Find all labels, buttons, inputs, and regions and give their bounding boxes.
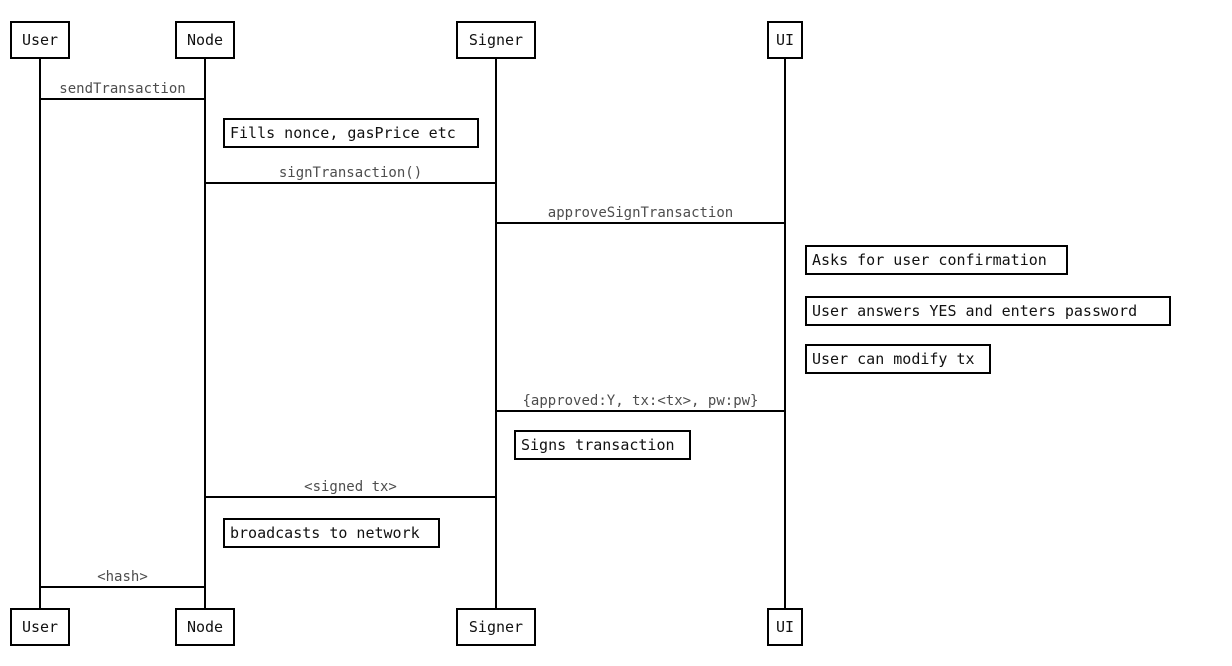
- participant-label: Node: [186, 31, 224, 49]
- message-hash[interactable]: <hash>: [39, 564, 206, 588]
- note-text: Signs transaction: [521, 436, 675, 454]
- note-broadcasts[interactable]: broadcasts to network: [223, 518, 440, 548]
- participant-label: Signer: [468, 618, 524, 636]
- participant-label: User: [21, 31, 59, 49]
- note-text: Fills nonce, gasPrice etc: [230, 124, 456, 142]
- message-line: [39, 98, 206, 100]
- participant-label: UI: [775, 31, 795, 49]
- participant-user-bottom[interactable]: User: [10, 608, 70, 646]
- message-label: approveSignTransaction: [547, 205, 734, 221]
- participant-signer-bottom[interactable]: Signer: [456, 608, 536, 646]
- participant-user-top[interactable]: User: [10, 21, 70, 59]
- participant-label: User: [21, 618, 59, 636]
- note-text: User can modify tx: [812, 350, 975, 368]
- participant-node-bottom[interactable]: Node: [175, 608, 235, 646]
- participant-node-top[interactable]: Node: [175, 21, 235, 59]
- note-user-can-modify-tx[interactable]: User can modify tx: [805, 344, 991, 374]
- message-label: signTransaction(): [278, 165, 423, 181]
- lifeline-ui: [784, 59, 786, 608]
- note-text: Asks for user confirmation: [812, 251, 1047, 269]
- participant-label: Node: [186, 618, 224, 636]
- note-text: broadcasts to network: [230, 524, 420, 542]
- message-label: <signed tx>: [304, 479, 397, 495]
- message-label: <hash>: [97, 569, 148, 585]
- message-line: [495, 410, 786, 412]
- participant-label: Signer: [468, 31, 524, 49]
- participant-ui-top[interactable]: UI: [767, 21, 803, 59]
- message-label: sendTransaction: [59, 81, 186, 97]
- lifeline-node: [204, 59, 206, 608]
- message-signed-tx[interactable]: <signed tx>: [204, 474, 497, 498]
- participant-ui-bottom[interactable]: UI: [767, 608, 803, 646]
- participant-label: UI: [775, 618, 795, 636]
- note-fills-nonce[interactable]: Fills nonce, gasPrice etc: [223, 118, 479, 148]
- message-approve-sign-transaction[interactable]: approveSignTransaction: [495, 200, 786, 224]
- message-approved-response[interactable]: {approved:Y, tx:<tx>, pw:pw}: [495, 388, 786, 412]
- message-sign-transaction[interactable]: signTransaction(): [204, 160, 497, 184]
- message-label: {approved:Y, tx:<tx>, pw:pw}: [522, 393, 759, 409]
- message-line: [39, 586, 206, 588]
- participant-signer-top[interactable]: Signer: [456, 21, 536, 59]
- note-signs-transaction[interactable]: Signs transaction: [514, 430, 691, 460]
- lifeline-user: [39, 59, 41, 608]
- message-line: [204, 496, 497, 498]
- message-line: [204, 182, 497, 184]
- message-send-transaction[interactable]: sendTransaction: [39, 76, 206, 100]
- note-text: User answers YES and enters password: [812, 302, 1138, 320]
- note-user-answers-yes[interactable]: User answers YES and enters password: [805, 296, 1171, 326]
- lifeline-signer: [495, 59, 497, 608]
- note-asks-confirmation[interactable]: Asks for user confirmation: [805, 245, 1068, 275]
- message-line: [495, 222, 786, 224]
